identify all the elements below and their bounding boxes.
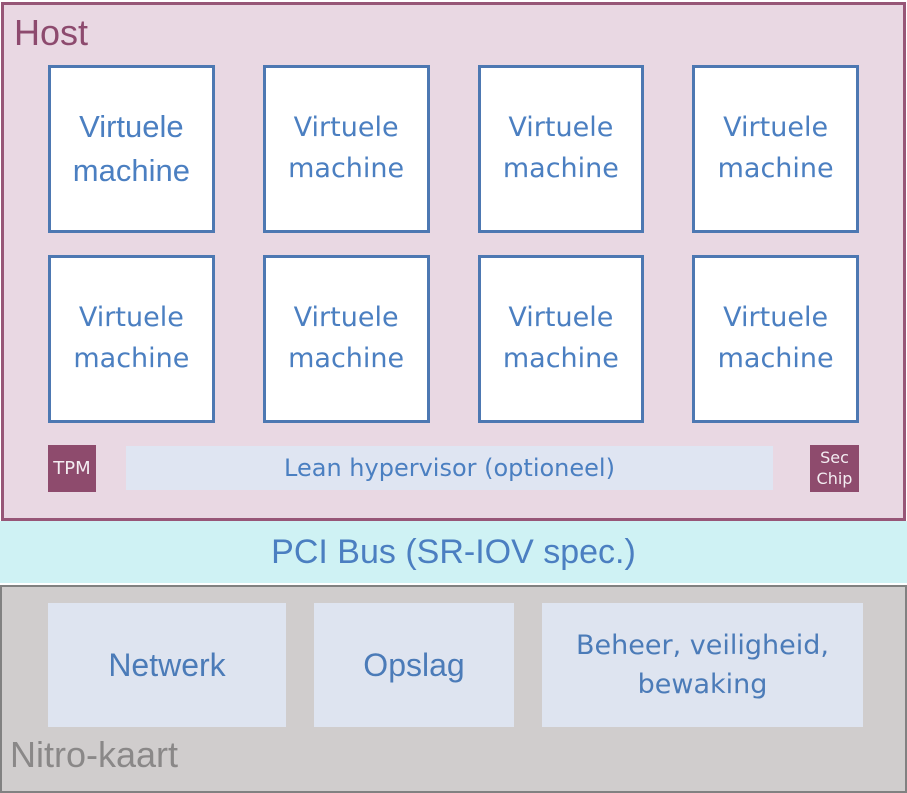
vm-box: Virtuele machine [692,64,859,233]
storage-module-box: Opslag [314,603,514,727]
vm-box: Virtuele machine [48,64,215,233]
vm-box: Virtuele machine [48,254,215,423]
sec-chip: Sec Chip [810,444,859,492]
vm-box: Virtuele machine [262,254,430,423]
nitro-card-title: Nitro-kaart [10,734,179,775]
management-security-monitoring-module-box: Beheer, veiligheid, bewaking [542,603,863,727]
host-bottom-row: TPM Lean hypervisor (optioneel) Sec Chip [48,444,859,492]
vm-grid: Virtuele machine Virtuele machine Virtue… [48,64,859,423]
vm-box: Virtuele machine [692,254,859,423]
host-title: Host [14,12,89,53]
nitro-modules-row: Netwerk Opslag Beheer, veiligheid, bewak… [48,603,905,727]
host-container: Host Virtuele machine Virtuele machine V… [1,2,906,521]
lean-hypervisor-bar: Lean hypervisor (optioneel) [126,445,773,490]
vm-box: Virtuele machine [477,64,645,233]
network-module-box: Netwerk [48,603,286,727]
vm-box: Virtuele machine [477,254,645,423]
vm-box: Virtuele machine [262,64,430,233]
nitro-card-container: Netwerk Opslag Beheer, veiligheid, bewak… [0,585,907,793]
tpm-chip: TPM [48,444,96,492]
pci-bus-bar: PCI Bus (SR-IOV spec.) [0,521,907,583]
